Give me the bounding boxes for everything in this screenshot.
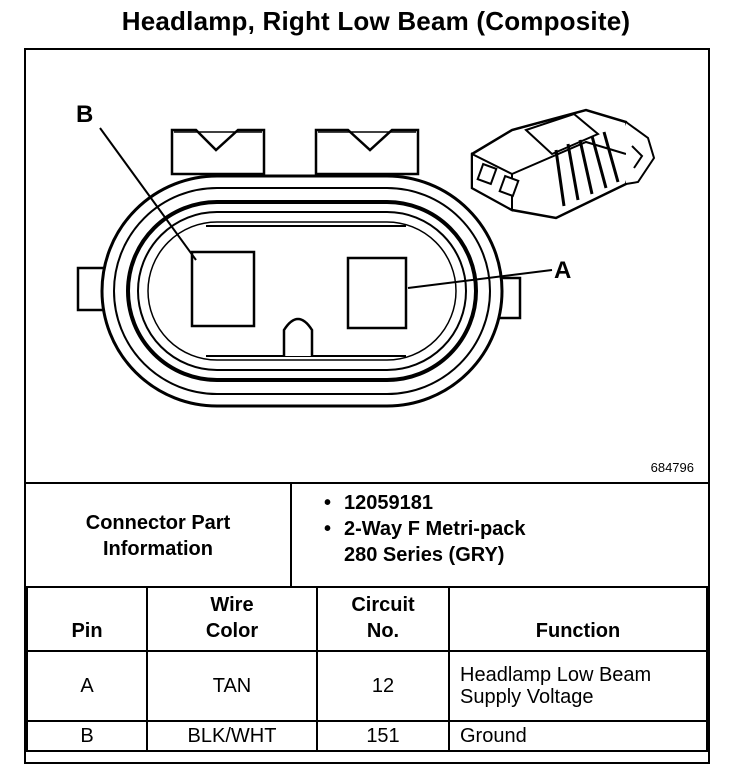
connector-info-label-line1: Connector Part: [85, 512, 231, 534]
leader-line-b: [99, 127, 197, 261]
pin-label-a: A: [554, 257, 571, 284]
header-pin: Pin: [26, 586, 148, 652]
pin-table: Pin Wire Color Circuit No. Function A TA…: [26, 586, 708, 752]
connector-face-drawing: [76, 128, 522, 408]
leader-line-a: [407, 269, 553, 289]
connector-3d-illustration: [470, 108, 656, 220]
pin-label-b: B: [76, 101, 93, 128]
cell-wire-color: TAN: [146, 650, 318, 722]
connector-info-label-line2: Information: [103, 538, 213, 560]
header-circuit: Circuit No.: [316, 586, 450, 652]
connector-sheet: B A 684796 Connector Part Information: [24, 48, 710, 764]
page-title: Headlamp, Right Low Beam (Composite): [121, 6, 631, 36]
diagram-area: B A 684796: [26, 50, 708, 482]
connector-diagram: B A: [76, 101, 656, 408]
header-function: Function: [448, 586, 708, 652]
cell-wire-color: BLK/WHT: [146, 720, 318, 752]
connector-info-label: Connector Part Information: [26, 484, 292, 588]
table-row: B BLK/WHT 151 Ground: [26, 720, 708, 752]
table-header-row: Pin Wire Color Circuit No. Function: [26, 586, 708, 652]
cell-function: Ground: [448, 720, 708, 752]
connector-info-row: Connector Part Information 12059181 2-Wa…: [26, 482, 708, 588]
cell-circuit: 12: [316, 650, 450, 722]
table-row: A TAN 12 Headlamp Low Beam Supply Voltag…: [26, 650, 708, 722]
figure-id: 684796: [650, 460, 694, 475]
connector-info-item: 2-Way F Metri-pack 280 Series (GRY): [316, 516, 526, 568]
connector-type-line1: 2-Way F Metri-pack: [344, 518, 526, 540]
cell-pin: A: [26, 650, 148, 722]
connector-info-list: 12059181 2-Way F Metri-pack 280 Series (…: [316, 490, 526, 568]
connector-info-item: 12059181: [316, 490, 526, 516]
header-wire-color: Wire Color: [146, 586, 318, 652]
cell-circuit: 151: [316, 720, 450, 752]
cell-pin: B: [26, 720, 148, 752]
part-number: 12059181: [344, 492, 433, 514]
cell-function: Headlamp Low Beam Supply Voltage: [448, 650, 708, 722]
connector-type-line2: 280 Series (GRY): [344, 544, 505, 566]
